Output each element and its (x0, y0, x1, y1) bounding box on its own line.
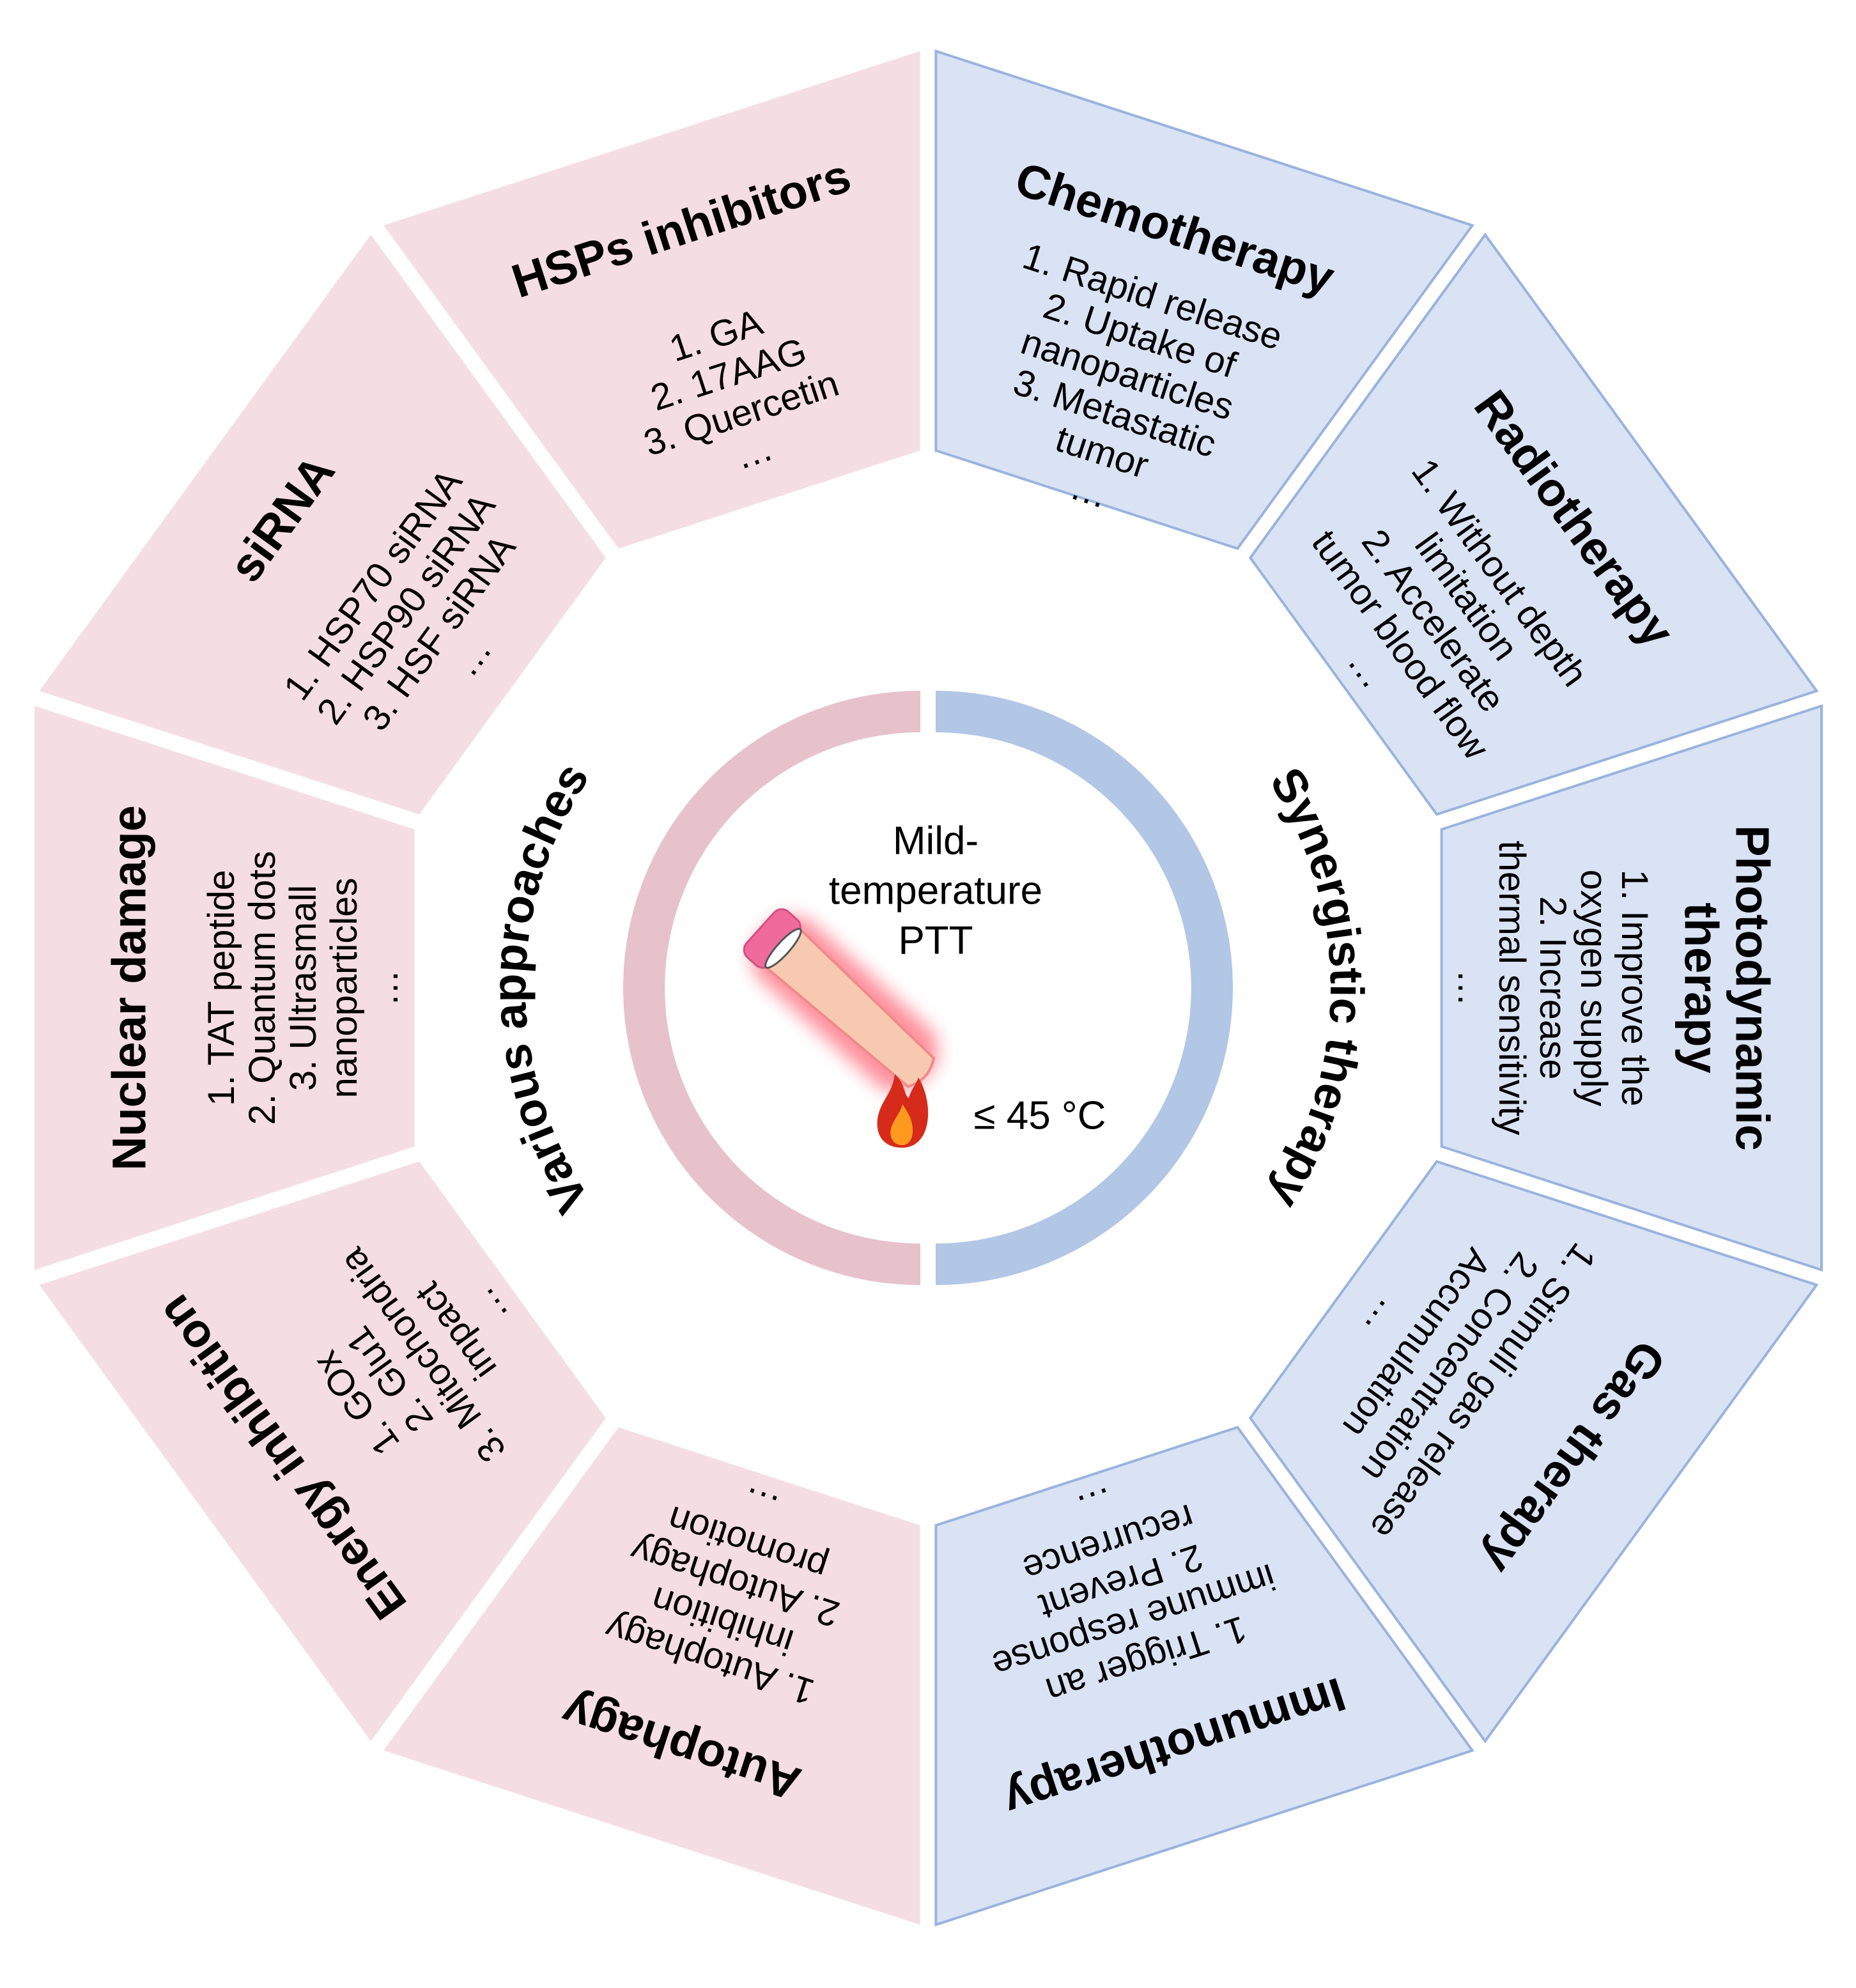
segment-item: 1. Improve the (1614, 870, 1655, 1107)
segment-item: 1. TAT peptide (201, 870, 242, 1106)
ring-label-left: Various approaches (483, 753, 599, 1222)
segment-panel-gas-therapy (1248, 1160, 1819, 1744)
ring-label-right: Synergistic therapy (1260, 759, 1373, 1218)
segment-panel-sirna (39, 235, 606, 815)
ring-half-blue (936, 691, 1233, 1285)
segment-title-photodynamic-therapy: Photodynamic (1726, 825, 1779, 1151)
segment-panel-hsps-inhibitors (383, 51, 920, 549)
segment-panels (34, 49, 1823, 1927)
segment-panel-autophagy (383, 1427, 920, 1925)
segment-panel-nuclear-damage (34, 705, 415, 1270)
segment-title-photodynamic-therapy: therapy (1675, 902, 1728, 1073)
segment-panel-energy-inhibition (39, 1161, 606, 1741)
segment-item: … (1450, 969, 1492, 1006)
segment-item: nanoparticles (323, 878, 365, 1098)
segment-panel-immunotherapy (934, 1426, 1474, 1927)
center-title-line: Mild- (893, 819, 978, 863)
thermometer-icon (743, 908, 938, 1092)
synergistic-therapy-label: Synergistic therapy (1260, 759, 1373, 1218)
segment-panel-photodynamic-therapy (1440, 704, 1823, 1272)
center-title-line: PTT (898, 919, 973, 963)
center-title-line: temperature (829, 869, 1042, 913)
segment-title-nuclear-damage: Nuclear damage (103, 805, 156, 1171)
segment-item: oxygen supply (1573, 870, 1614, 1107)
central-ring: Various approaches Synergistic therapy (483, 691, 1373, 1285)
various-approaches-label: Various approaches (483, 753, 599, 1222)
segment-item: … (364, 969, 406, 1006)
temperature-label: ≤ 45 °C (973, 1094, 1106, 1138)
flame-icon (877, 1074, 929, 1148)
segment-panel-chemotherapy (934, 49, 1474, 550)
segment-item: 3. Ultrasmall (282, 885, 324, 1091)
segment-item: 2. Quantum dots (242, 851, 283, 1125)
segment-panel-radiotherapy (1248, 232, 1819, 816)
ring-half-pink (623, 691, 920, 1285)
segment-item: 2. Increase (1532, 897, 1574, 1080)
segment-item: thermal sensitivity (1491, 841, 1533, 1136)
